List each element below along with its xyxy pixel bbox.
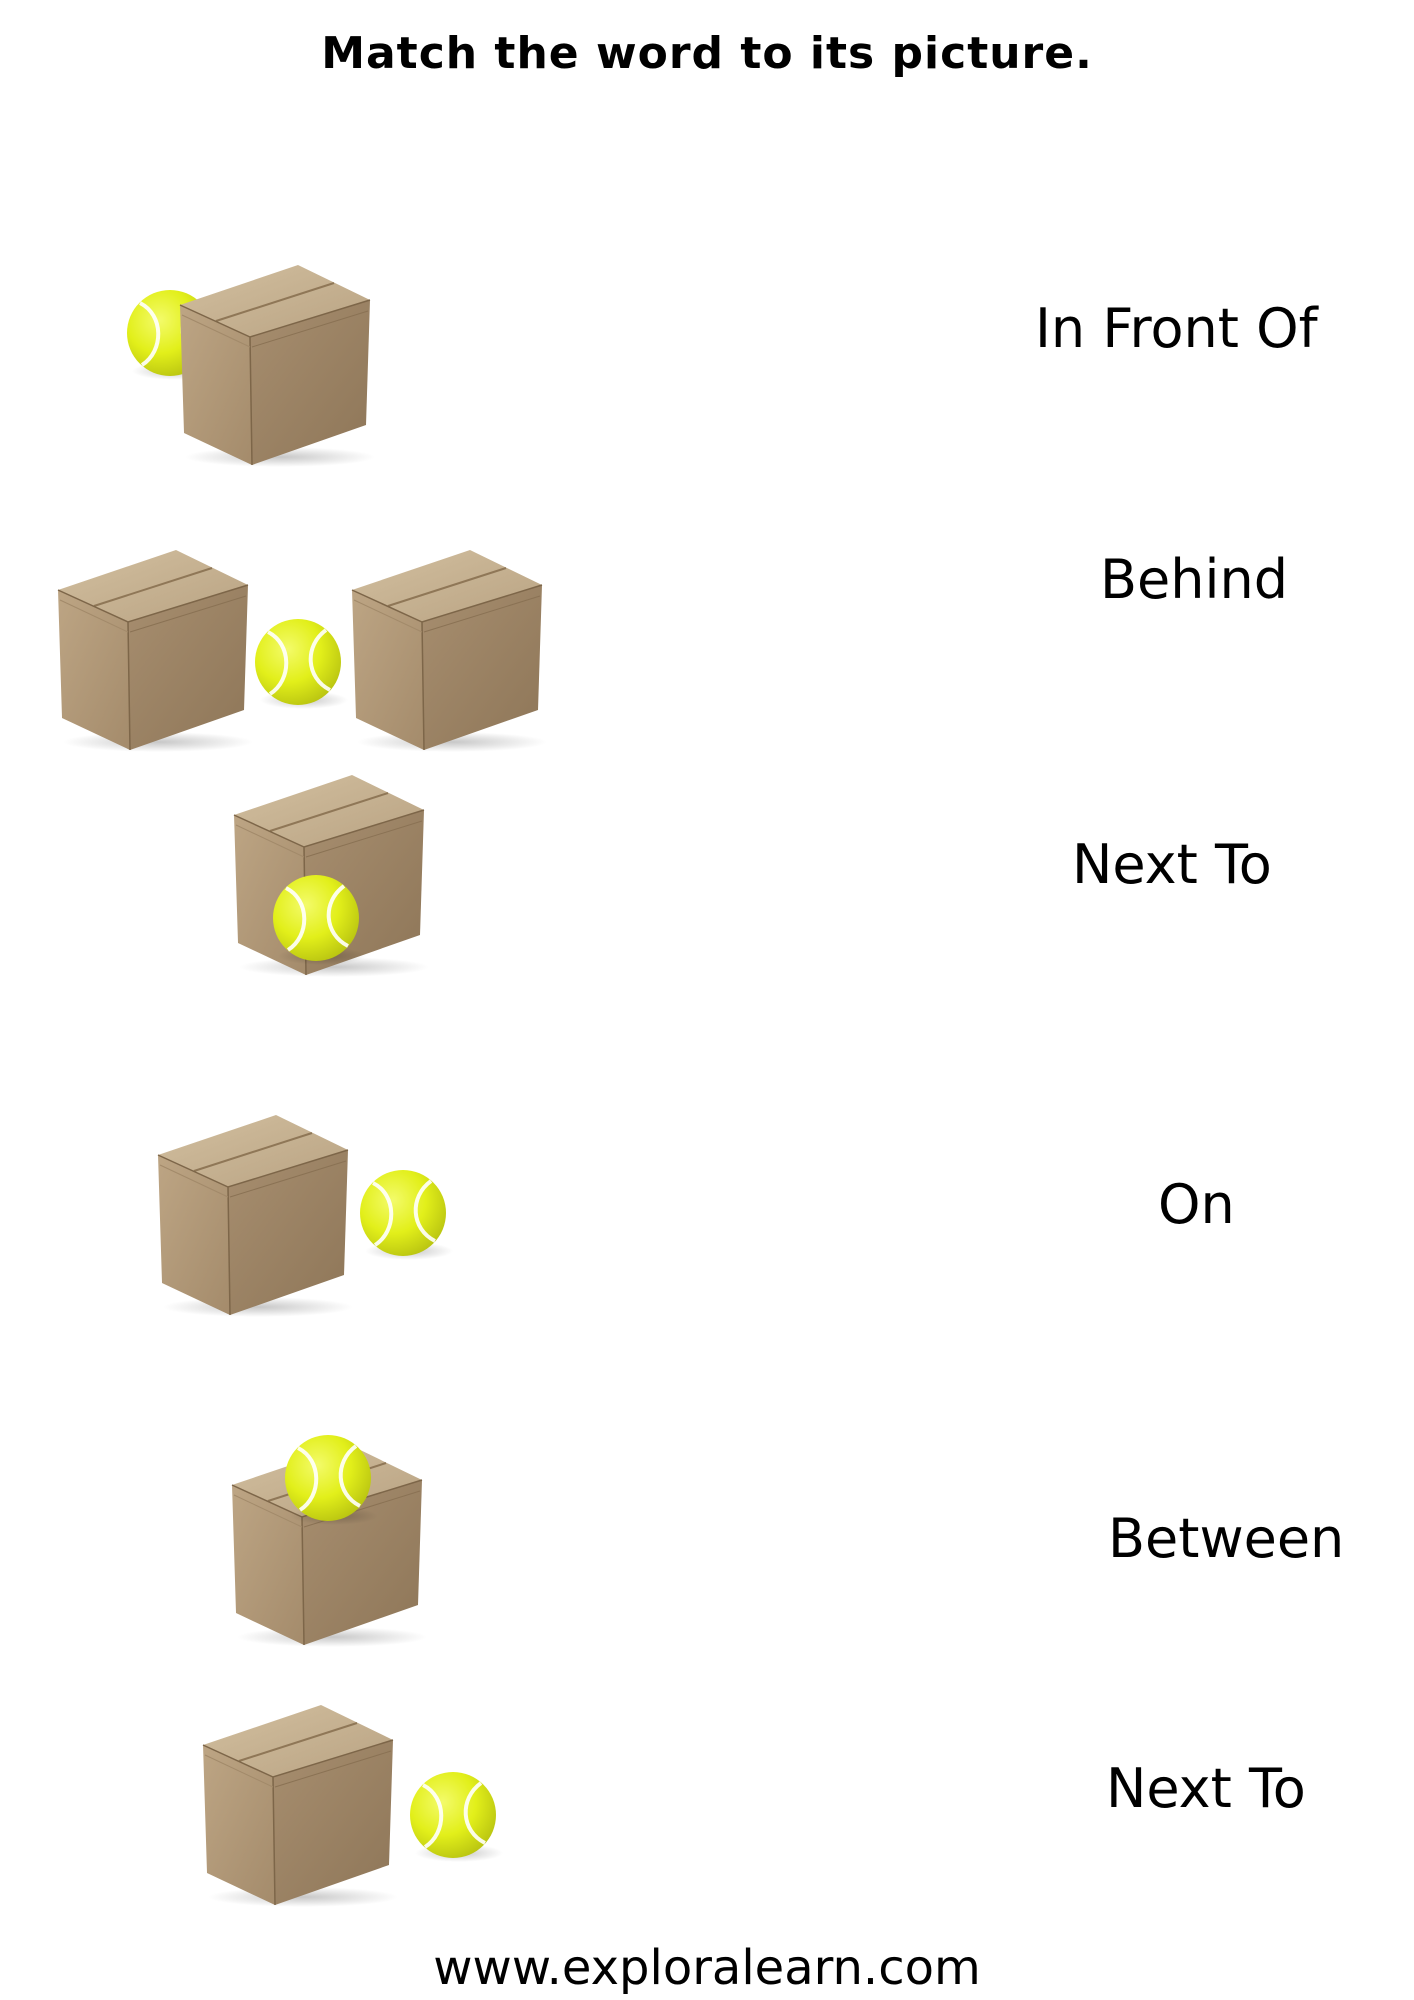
picture-ball-between-boxes[interactable]: [57, 549, 548, 755]
footer-url: www.exploralearn.com: [433, 1940, 981, 1996]
picture-ball-next-to-box[interactable]: [157, 1114, 478, 1325]
picture-ball-in-front-of-box[interactable]: [230, 774, 460, 990]
word-next-to-2[interactable]: Next To: [1106, 1757, 1306, 1820]
word-in-front-of[interactable]: In Front Of: [1035, 297, 1318, 360]
word-between[interactable]: Between: [1108, 1507, 1345, 1570]
word-next-to[interactable]: Next To: [1072, 833, 1272, 896]
picture-ball-next-to-box-2[interactable]: [202, 1704, 523, 1915]
word-on[interactable]: On: [1158, 1173, 1235, 1236]
worksheet-title: Match the word to its picture.: [321, 28, 1093, 79]
picture-ball-behind-box[interactable]: [110, 264, 390, 480]
picture-ball-on-box[interactable]: [231, 1433, 462, 1650]
word-behind[interactable]: Behind: [1100, 548, 1288, 611]
